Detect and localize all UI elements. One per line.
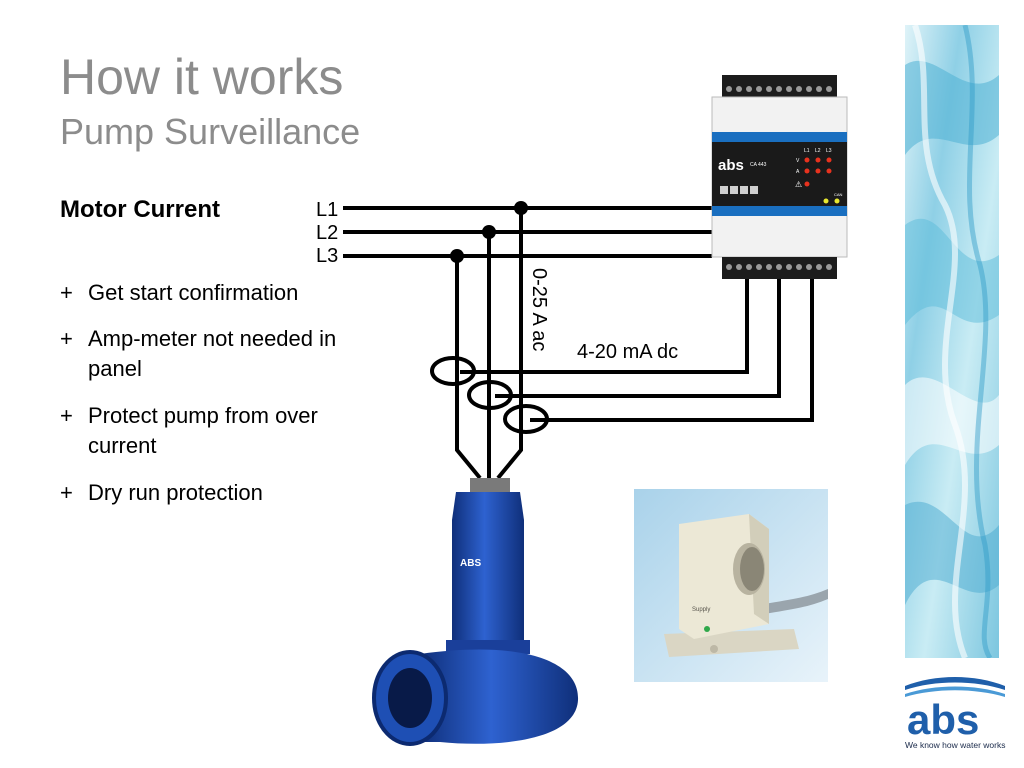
row-label: V (796, 158, 800, 164)
current-transformer-ring (467, 380, 513, 410)
signal-range-label: 4-20 mA dc (577, 341, 678, 363)
brand-tagline: We know how water works (905, 740, 1006, 750)
bullet-item: + Dry run protection (60, 478, 358, 508)
line-label-l1: L1 (316, 199, 338, 221)
bullet-item: + Protect pump from over current (60, 401, 318, 461)
water-texture-image (905, 25, 999, 658)
submersible-pump: ABS (372, 478, 579, 746)
bullet-marker: + (60, 403, 73, 428)
bullet-text: Dry run protection (88, 480, 263, 505)
led-header: L2 (815, 148, 821, 154)
warning-icon: ⚠ (795, 180, 802, 189)
junction-dot (482, 225, 496, 239)
bullet-text: Protect pump from over current (88, 403, 318, 458)
device-model: CA 443 (750, 162, 767, 168)
pump-lead-l3 (455, 256, 482, 480)
bullet-item: + Amp-meter not needed in panel (60, 324, 358, 384)
row-label: A (796, 169, 800, 175)
bullet-marker: + (60, 326, 73, 351)
line-label-l3: L3 (316, 245, 338, 267)
signal-wire-3 (530, 276, 814, 422)
section-heading: Motor Current (60, 196, 220, 223)
led-header: L1 (804, 148, 810, 154)
can-label: CAN (834, 192, 843, 197)
signal-wire-2 (495, 276, 781, 398)
bullet-text: Amp-meter not needed in panel (88, 326, 337, 381)
bullet-marker: + (60, 280, 73, 305)
slide-title: How it works (60, 49, 344, 105)
monitoring-device: abs CA 443 L1 L2 L3 V A ⚠ CAN (711, 75, 848, 279)
junction-dot (514, 201, 528, 215)
logo-text: abs (907, 696, 979, 743)
bullet-item: + Get start confirmation (60, 278, 358, 308)
bullet-text: Get start confirmation (88, 280, 299, 305)
abs-logo: abs (905, 677, 1005, 743)
signal-wire-1 (460, 276, 749, 374)
led-header: L3 (826, 148, 832, 154)
pump-brand-label: ABS (460, 558, 481, 569)
led-indicator (704, 626, 710, 632)
current-transformer-ring (503, 404, 549, 434)
slide-subtitle: Pump Surveillance (60, 111, 361, 152)
pump-lead-l1 (496, 208, 523, 480)
device-brand: abs (718, 157, 744, 174)
sensor-supply-label: Supply (692, 607, 710, 613)
current-range-label: 0-25 A ac (528, 268, 550, 351)
line-label-l2: L2 (316, 222, 338, 244)
junction-dot (450, 249, 464, 263)
current-sensor-photo: Supply (634, 489, 828, 682)
current-transformer-ring (430, 356, 476, 386)
bullet-marker: + (60, 480, 73, 505)
